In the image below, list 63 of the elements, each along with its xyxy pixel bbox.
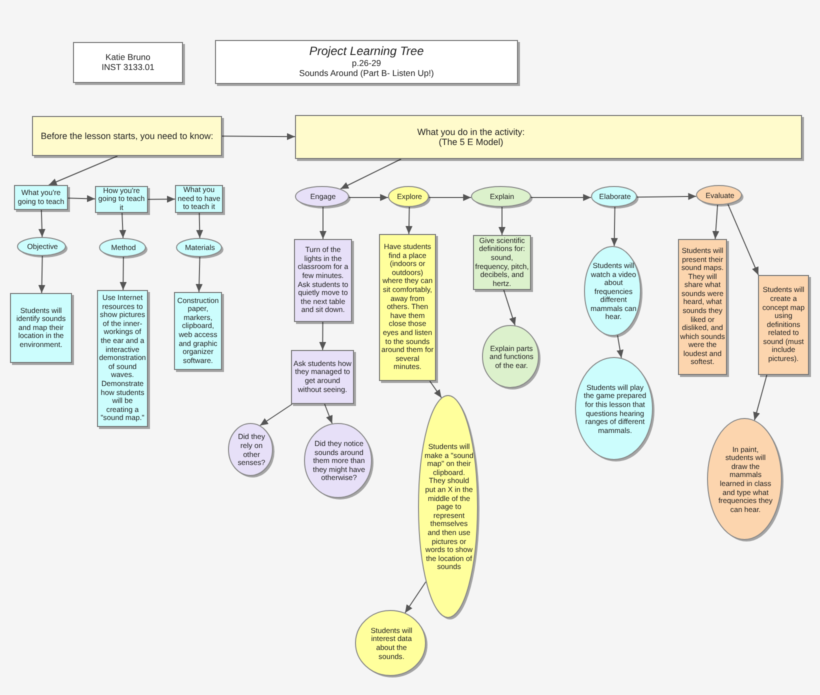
arrow — [119, 212, 126, 238]
arrow — [753, 374, 768, 421]
section-box — [295, 115, 802, 159]
arrow — [610, 206, 618, 247]
title-text: Project Learning Tree — [309, 45, 424, 59]
node-text: (The 5 E Model) — [438, 137, 504, 148]
oval-node — [696, 185, 744, 207]
oval-node — [176, 238, 224, 259]
oval-node — [471, 186, 533, 209]
circle-node — [482, 325, 541, 390]
arrow — [404, 581, 426, 614]
note-box — [758, 275, 809, 375]
circle-node — [355, 610, 428, 678]
arrow — [38, 210, 46, 238]
arrow — [530, 194, 592, 201]
arrow — [260, 404, 293, 426]
oval-node — [707, 418, 784, 542]
arrow — [324, 404, 333, 424]
author-box — [73, 42, 183, 83]
node-text: INST 3133.01 — [102, 62, 154, 72]
oval-node — [591, 186, 639, 209]
arrow — [727, 204, 759, 276]
arrow — [196, 256, 203, 292]
oval-node — [418, 395, 480, 620]
oval-node — [17, 237, 68, 258]
oval-node — [295, 186, 351, 209]
node-text: Before the lesson starts, you need to know: — [40, 130, 214, 142]
arrow — [429, 380, 442, 398]
arrow — [319, 322, 326, 350]
arrow — [498, 206, 506, 236]
oval-node — [575, 357, 655, 462]
arrow — [405, 206, 412, 234]
arrow — [428, 194, 472, 201]
arrow — [636, 192, 697, 200]
arrow — [68, 195, 96, 202]
arrow — [222, 133, 296, 140]
arrow — [320, 206, 326, 240]
node-text: What you do in the activity: — [417, 126, 525, 137]
arrow — [712, 204, 720, 240]
node-text: Katie Bruno — [106, 52, 150, 62]
arrow — [340, 158, 402, 190]
subtitle-text: Sounds Around (Part B- Listen Up!) — [299, 68, 434, 79]
note-box — [294, 239, 352, 322]
oval-node — [584, 246, 643, 338]
arrow — [148, 196, 176, 203]
oval-node — [99, 238, 148, 259]
arrow — [348, 194, 389, 201]
arrow — [38, 256, 46, 294]
circle-node — [304, 423, 374, 500]
note-box — [379, 234, 436, 381]
arrow — [503, 290, 516, 326]
note-box — [291, 350, 354, 404]
arrow — [120, 256, 127, 290]
section-box — [32, 116, 222, 156]
note-box — [678, 239, 727, 375]
note-box — [10, 293, 72, 363]
arrow — [616, 334, 624, 358]
oval-node — [388, 186, 431, 209]
page-text: p.26-29 — [352, 58, 382, 69]
arrow — [196, 212, 204, 238]
title-box — [215, 40, 518, 84]
circle-node — [228, 423, 275, 478]
arrow — [48, 156, 118, 186]
